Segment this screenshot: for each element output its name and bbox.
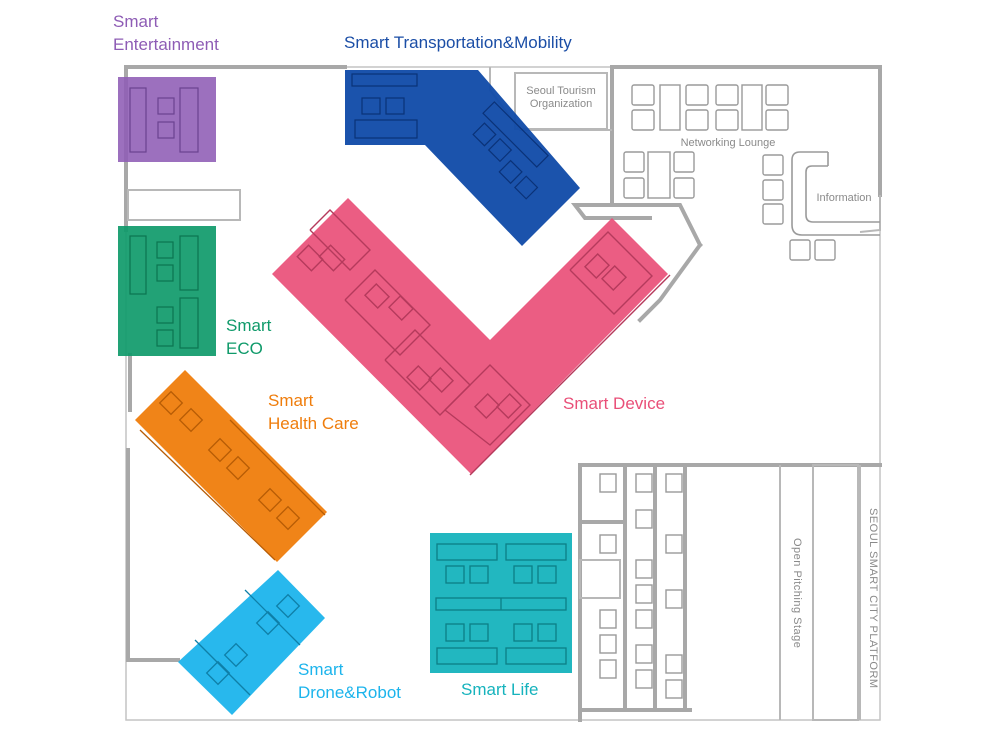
zone-smart-drone-robot[interactable]: [178, 570, 325, 715]
zone-smart-entertainment[interactable]: [118, 77, 216, 162]
label-line: Smart: [113, 12, 159, 31]
label-smart-entertainment: Smart Entertainment: [113, 10, 219, 56]
label-open-pitching-stage: Open Pitching Stage: [791, 538, 803, 649]
booth-device[interactable]: [272, 198, 668, 474]
label-line: Smart Transportation&Mobility: [344, 33, 572, 52]
label-line: Smart Life: [461, 680, 539, 699]
label-line: Organization: [529, 98, 593, 110]
label-line: Health Care: [268, 414, 359, 433]
label-networking-lounge: Networking Lounge: [680, 137, 776, 149]
label-smart-drone-robot: Smart Drone&Robot: [298, 658, 401, 704]
zone-smart-life[interactable]: [430, 533, 572, 673]
label-smart-device: Smart Device: [563, 392, 665, 415]
label-line: Smart: [298, 660, 344, 679]
label-line: Smart: [226, 316, 272, 335]
zone-smart-transportation[interactable]: [345, 70, 580, 246]
label-smart-eco: Smart ECO: [226, 314, 271, 360]
booth-entertainment[interactable]: [118, 77, 216, 162]
label-line: Entertainment: [113, 35, 219, 54]
booth-drone-robot[interactable]: [178, 570, 325, 715]
outer-walls: [124, 65, 882, 722]
label-information[interactable]: Information: [816, 192, 872, 204]
label-seoul-smart-city-platform: SEOUL SMART CITY PLATFORM: [867, 508, 879, 689]
stage-area-furniture: [599, 473, 683, 699]
label-smart-life: Smart Life: [461, 678, 538, 701]
label-seoul-tourism: Seoul Tourism Organization: [512, 85, 610, 111]
label-smart-transportation: Smart Transportation&Mobility: [344, 31, 572, 54]
label-smart-health-care: Smart Health Care: [268, 389, 359, 435]
label-line: Seoul Tourism: [526, 85, 596, 97]
label-line: Smart Device: [563, 394, 666, 413]
label-line: Drone&Robot: [298, 683, 402, 702]
zone-smart-device[interactable]: [272, 198, 671, 476]
label-line: Smart: [268, 391, 314, 410]
booth-eco[interactable]: [118, 226, 216, 356]
label-line: ECO: [226, 339, 263, 358]
zone-smart-eco[interactable]: [118, 226, 216, 356]
zone-smart-health-care[interactable]: [135, 370, 327, 562]
booth-health-care[interactable]: [135, 370, 327, 562]
lounge-furniture: [623, 84, 880, 261]
